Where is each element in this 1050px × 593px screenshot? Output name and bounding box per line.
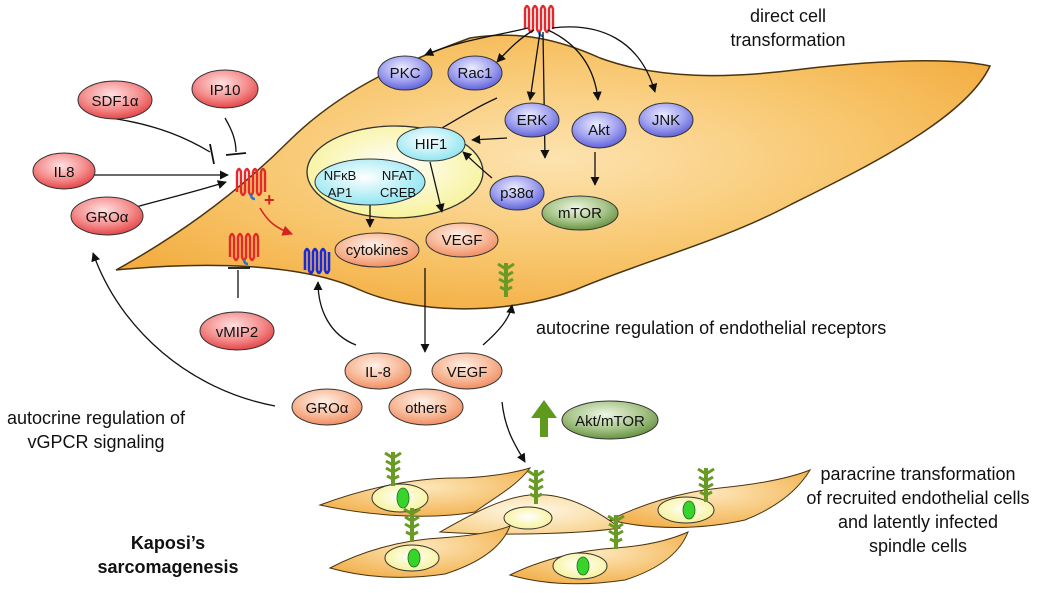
caption-direct-line1: direct cell	[750, 6, 826, 26]
svg-text:Akt: Akt	[588, 122, 611, 139]
plus-sign: +	[264, 190, 275, 210]
node-cytokines: cytokines	[334, 232, 420, 268]
chemokine-receptor-blue	[303, 247, 331, 275]
node-akt: Akt	[571, 111, 627, 149]
svg-text:Rac1: Rac1	[457, 65, 492, 82]
svg-text:mTOR: mTOR	[558, 205, 602, 222]
node-il8: IL8	[32, 152, 96, 190]
caption-paracrine-line3: and latently infected	[838, 512, 998, 532]
svg-text:SDF1α: SDF1α	[91, 93, 138, 110]
caption-autocrine-vgpcr-line1: autocrine regulation of	[7, 408, 186, 428]
caption-paracrine-line1: paracrine transformation	[820, 464, 1015, 484]
node-mtor: mTOR	[541, 195, 619, 231]
spindle-cell-4	[328, 506, 511, 578]
svg-text:Akt/mTOR: Akt/mTOR	[575, 413, 645, 430]
spindle-cell-1	[318, 450, 532, 517]
svg-text:vMIP2: vMIP2	[216, 324, 259, 341]
svg-text:JNK: JNK	[652, 112, 680, 129]
node-akt-mtor: Akt/mTOR	[561, 400, 659, 440]
node-groa-secreted: GROα	[291, 388, 363, 426]
node-vegf-secreted: VEGF	[431, 352, 503, 390]
node-vmip2: vMIP2	[199, 311, 275, 351]
svg-text:cytokines: cytokines	[346, 242, 409, 259]
svg-text:VEGF: VEGF	[447, 364, 488, 381]
node-pkc: PKC	[377, 55, 433, 91]
node-p38a: p38α	[489, 175, 545, 211]
svg-text:VEGF: VEGF	[442, 232, 483, 249]
svg-text:CREB: CREB	[380, 185, 416, 200]
upregulation-arrow	[531, 400, 557, 437]
svg-text:GROα: GROα	[306, 400, 349, 417]
svg-text:p38α: p38α	[500, 185, 534, 202]
external-arrows	[85, 117, 526, 463]
svg-text:IP10: IP10	[210, 82, 241, 99]
caption-direct-line2: transformation	[730, 30, 845, 50]
spindle-cell-5	[508, 513, 689, 585]
spindle-cell-3	[608, 466, 812, 528]
svg-text:ERK: ERK	[517, 112, 548, 129]
transcription-factors: NFκB NFAT AP1 CREB	[314, 158, 426, 206]
svg-text:GROα: GROα	[86, 209, 129, 226]
node-jnk: JNK	[638, 102, 694, 138]
node-rac1: Rac1	[447, 55, 503, 91]
node-erk: ERK	[504, 102, 560, 138]
activation-arrow-red	[259, 207, 293, 236]
signaling-arrows	[365, 26, 658, 353]
vgpcr-receptor-top	[523, 4, 555, 38]
node-hif1: HIF1	[396, 126, 466, 162]
svg-text:AP1: AP1	[328, 185, 353, 200]
svg-text:IL8: IL8	[54, 164, 75, 181]
svg-text:others: others	[405, 400, 447, 417]
svg-text:IL-8: IL-8	[365, 364, 391, 381]
svg-text:NFAT: NFAT	[382, 168, 414, 183]
caption-autocrine-vgpcr-line2: vGPCR signaling	[27, 432, 164, 452]
caption-paracrine-line4: spindle cells	[869, 536, 967, 556]
caption-paracrine-line2: of recruited endothelial cells	[806, 488, 1029, 508]
node-il8-secreted: IL-8	[344, 352, 412, 390]
node-vegf-inner: VEGF	[425, 222, 499, 258]
spindle-cell-2	[438, 468, 622, 535]
node-others: others	[388, 388, 464, 426]
node-groa-ligand: GROα	[70, 196, 144, 236]
svg-text:HIF1: HIF1	[415, 136, 448, 153]
caption-autocrine-endothelial: autocrine regulation of endothelial rece…	[536, 318, 886, 338]
node-ip10: IP10	[191, 69, 259, 109]
caption-kaposi-line2: sarcomagenesis	[97, 557, 238, 577]
caption-kaposi-line1: Kaposi’s	[131, 533, 205, 553]
svg-text:PKC: PKC	[390, 65, 421, 82]
svg-text:NFκB: NFκB	[324, 168, 357, 183]
node-sdf1a: SDF1α	[77, 80, 153, 120]
main-cell	[115, 34, 992, 310]
